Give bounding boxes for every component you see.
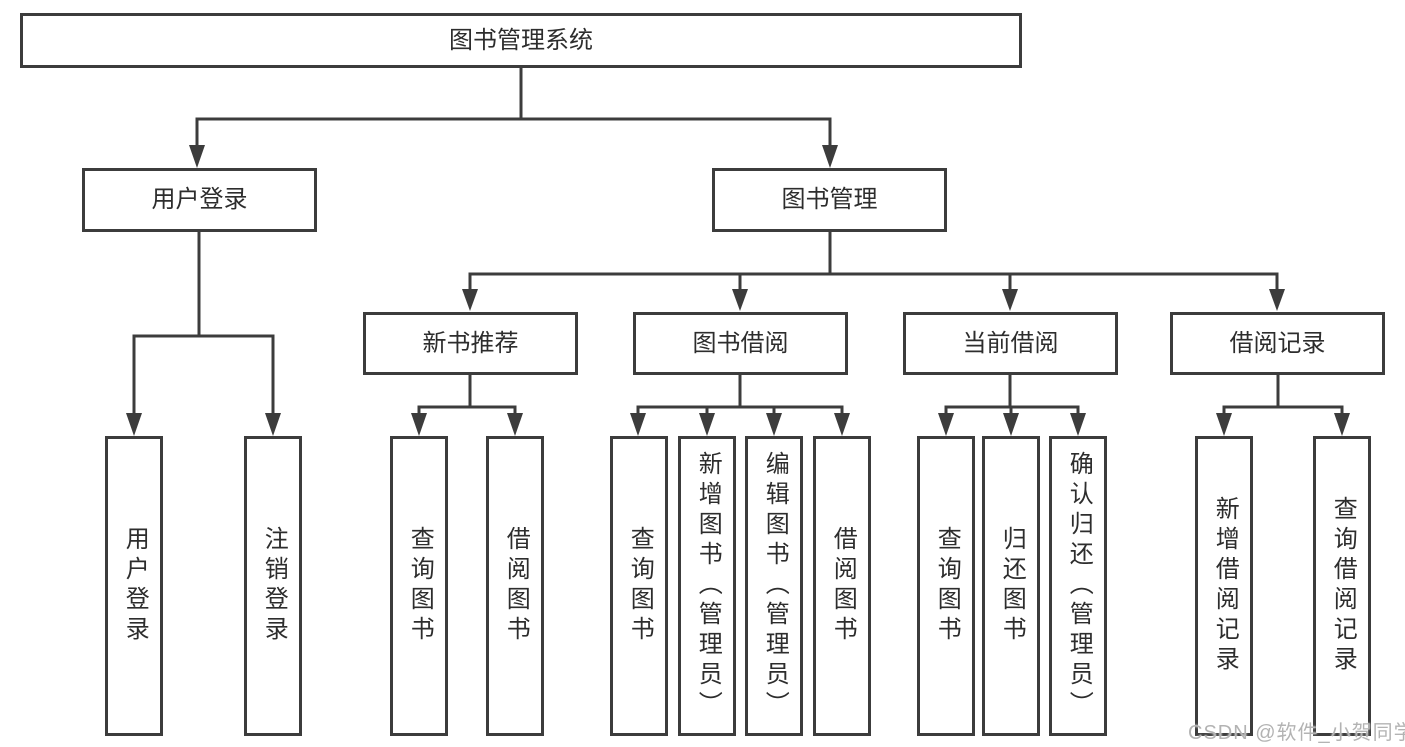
- arrowhead-down-icon: [1070, 413, 1086, 436]
- leaf-user-login: 用户登录: [105, 436, 163, 736]
- node-label: 新增图书（管理员）: [694, 451, 722, 721]
- arrowhead-down-icon: [1003, 413, 1019, 436]
- node-new-book-recommend: 新书推荐: [363, 312, 578, 375]
- node-label: 新书推荐: [422, 329, 519, 357]
- node-user-login: 用户登录: [82, 168, 317, 232]
- arrowhead-down-icon: [1216, 413, 1232, 436]
- arrowhead-down-icon: [630, 413, 646, 436]
- arrowhead-down-icon: [265, 413, 281, 436]
- csdn-watermark: CSDN @软件_小贺同学: [1188, 722, 1405, 744]
- arrowhead-down-icon: [822, 145, 838, 168]
- arrowhead-down-icon: [1334, 413, 1350, 436]
- arrowhead-down-icon: [938, 413, 954, 436]
- node-label: 查询借阅记录: [1329, 496, 1357, 676]
- arrowhead-down-icon: [411, 413, 427, 436]
- node-label: 图书管理系统: [449, 26, 593, 54]
- node-label: 图书借阅: [692, 329, 789, 357]
- arrowhead-down-icon: [189, 145, 205, 168]
- node-label: 确认归还（管理员）: [1065, 451, 1093, 721]
- node-label: 当前借阅: [962, 329, 1059, 357]
- arrowhead-down-icon: [699, 413, 715, 436]
- leaf-add-borrow-record: 新增借阅记录: [1195, 436, 1253, 736]
- node-label: 查询图书: [406, 526, 434, 646]
- arrowhead-down-icon: [834, 413, 850, 436]
- node-label: 归还图书: [998, 526, 1026, 646]
- leaf-return-books: 归还图书: [982, 436, 1040, 736]
- leaf-query-books-3: 查询图书: [917, 436, 975, 736]
- node-label: 新增借阅记录: [1211, 496, 1239, 676]
- arrowhead-down-icon: [507, 413, 523, 436]
- leaf-query-books-2: 查询图书: [610, 436, 668, 736]
- node-label: 查询图书: [933, 526, 961, 646]
- leaf-add-book-admin: 新增图书（管理员）: [678, 436, 736, 736]
- node-book-borrowing: 图书借阅: [633, 312, 848, 375]
- node-label: 注销登录: [260, 526, 288, 646]
- leaf-borrow-books-2: 借阅图书: [813, 436, 871, 736]
- node-borrow-records: 借阅记录: [1170, 312, 1385, 375]
- leaf-borrow-books-1: 借阅图书: [486, 436, 544, 736]
- node-current-borrowing: 当前借阅: [903, 312, 1118, 375]
- node-label: 编辑图书（管理员）: [761, 451, 789, 721]
- node-label: 查询图书: [626, 526, 654, 646]
- arrowhead-down-icon: [1269, 289, 1285, 311]
- arrowhead-down-icon: [1002, 289, 1018, 311]
- node-library-system: 图书管理系统: [20, 13, 1022, 68]
- node-label: 借阅记录: [1229, 329, 1326, 357]
- leaf-confirm-return-admin: 确认归还（管理员）: [1049, 436, 1107, 736]
- node-label: 图书管理: [781, 186, 878, 213]
- arrowhead-down-icon: [462, 289, 478, 311]
- arrowhead-down-icon: [766, 413, 782, 436]
- arrowhead-down-icon: [732, 289, 748, 311]
- arrowhead-down-icon: [126, 413, 142, 436]
- leaf-edit-book-admin: 编辑图书（管理员）: [745, 436, 803, 736]
- node-book-management: 图书管理: [712, 168, 947, 232]
- node-label: 用户登录: [121, 526, 149, 646]
- node-label: 借阅图书: [502, 526, 530, 646]
- node-label: 借阅图书: [829, 526, 857, 646]
- node-label: 用户登录: [151, 186, 248, 213]
- leaf-query-borrow-record: 查询借阅记录: [1313, 436, 1371, 736]
- leaf-logout: 注销登录: [244, 436, 302, 736]
- leaf-query-books-1: 查询图书: [390, 436, 448, 736]
